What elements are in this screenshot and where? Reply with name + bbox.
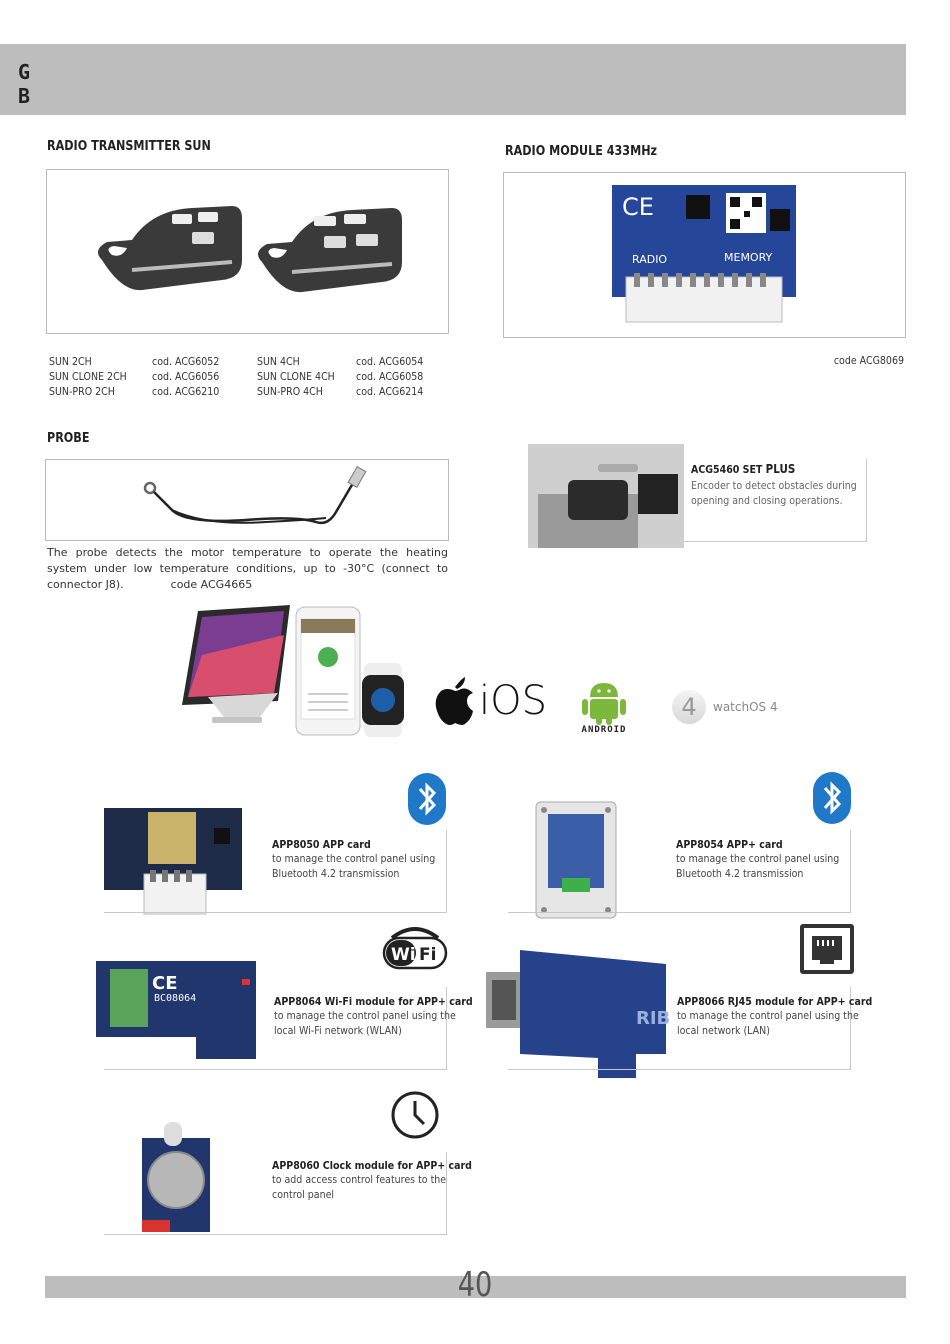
table-cell: cod. ACG6052 — [152, 355, 220, 368]
ios-text: iOS — [479, 678, 547, 724]
app8050-board-image — [104, 808, 242, 915]
encoder-description: Encoder to detect obstacles during openi… — [691, 479, 857, 507]
app8064-frame — [104, 987, 447, 1070]
clock-icon — [390, 1090, 440, 1140]
encoder-image — [528, 444, 684, 548]
apple-icon — [435, 677, 473, 725]
app8054-frame — [508, 830, 851, 913]
app8054-box-image — [535, 801, 617, 919]
app8050-frame — [104, 830, 447, 913]
table-cell: cod. ACG6214 — [356, 385, 424, 398]
bluetooth-icon — [408, 773, 446, 825]
app8054-title: APP8054 APP+ card — [676, 838, 783, 851]
apple-watch-illustration — [362, 663, 404, 737]
app8064-board-image: CE BC08064 — [96, 961, 256, 1059]
svg-text:CE: CE — [152, 973, 178, 994]
table-cell: cod. ACG6058 — [356, 370, 424, 383]
iphone-illustration — [295, 606, 361, 736]
probe-title: PROBE — [47, 431, 90, 446]
watchos-text: watchOS 4 — [713, 700, 778, 714]
encoder-title-plus: PLUS — [765, 462, 796, 476]
probe-cable-image — [143, 466, 367, 525]
table-cell: SUN CLONE 2CH — [49, 370, 127, 383]
footer-band — [45, 1276, 906, 1298]
android-text: ANDROID — [581, 725, 627, 735]
probe-description: The probe detects the motor temperature … — [47, 545, 448, 593]
header-band — [0, 44, 906, 115]
app8064-title: APP8064 Wi-Fi module for APP+ card — [274, 995, 473, 1008]
encoder-title: ACG5460 SET PLUS — [691, 462, 795, 477]
transmitter-image-frame — [46, 169, 449, 334]
wifi-text-a: Wi — [391, 945, 416, 965]
radio-module-title: RADIO MODULE 433MHz — [505, 144, 658, 159]
android-robot-icon — [582, 683, 626, 725]
table-cell: cod. ACG6056 — [152, 370, 220, 383]
app8060-frame — [104, 1152, 447, 1235]
app8064-description: to manage the control panel using the lo… — [274, 1009, 456, 1037]
encoder-title-prefix: ACG5460 SET — [691, 463, 763, 476]
language-code: G B — [17, 60, 31, 108]
encoder-frame — [684, 459, 867, 542]
table-cell: SUN-PRO 4CH — [257, 385, 323, 398]
bluetooth-icon — [813, 772, 851, 824]
app8050-description: to manage the control panel using Blueto… — [272, 852, 436, 880]
app8060-board-image — [142, 1122, 210, 1232]
table-cell: SUN CLONE 4CH — [257, 370, 335, 383]
wifi-icon: Wi Fi — [382, 924, 448, 972]
devices-image — [182, 605, 404, 737]
radio-transmitter-title: RADIO TRANSMITTER SUN — [47, 139, 211, 154]
board-label-memory: MEMORY — [724, 251, 773, 264]
table-cell: SUN 4CH — [257, 355, 300, 368]
probe-code: code ACG4665 — [170, 578, 253, 591]
svg-text:RIB: RIB — [636, 1008, 670, 1029]
svg-text:CE: CE — [622, 193, 654, 221]
wifi-text-b: Fi — [419, 945, 436, 965]
probe-desc-text: The probe detects the motor temperature … — [47, 546, 448, 591]
table-cell: SUN 2CH — [49, 355, 92, 368]
table-cell: SUN-PRO 2CH — [49, 385, 115, 398]
app8066-title: APP8066 RJ45 module for APP+ card — [677, 995, 873, 1008]
board-label-radio: RADIO — [632, 253, 667, 266]
watchos-badge-icon: 4 — [672, 690, 706, 724]
app8066-description: to manage the control panel using the lo… — [677, 1009, 859, 1037]
radio-module-image: CE RADIO MEMORY — [612, 185, 796, 323]
radio-module-code: code ACG8069 — [833, 354, 904, 367]
app8054-description: to manage the control panel using Blueto… — [676, 852, 840, 880]
table-cell: cod. ACG6054 — [356, 355, 424, 368]
watchos-logo: 4 watchOS 4 — [672, 690, 782, 726]
app8066-board-image: RIB — [486, 950, 670, 1078]
app8060-title: APP8060 Clock module for APP+ card — [272, 1159, 472, 1172]
app8066-frame — [508, 987, 851, 1070]
transmitter-remotes-image — [98, 206, 402, 293]
radio-module-frame: CE RADIO MEMORY — [503, 172, 906, 338]
ethernet-port-icon — [800, 924, 854, 974]
table-cell: cod. ACG6210 — [152, 385, 220, 398]
ios-logo: iOS — [433, 675, 547, 727]
app8050-title: APP8050 APP card — [272, 838, 371, 851]
imac-illustration — [182, 605, 290, 723]
android-logo: ANDROID — [574, 677, 634, 737]
page-number: 40 — [457, 1265, 493, 1305]
app8060-description: to add access control features to the co… — [272, 1173, 447, 1201]
probe-image-frame — [45, 459, 449, 541]
svg-text:BC08064: BC08064 — [154, 993, 196, 1004]
